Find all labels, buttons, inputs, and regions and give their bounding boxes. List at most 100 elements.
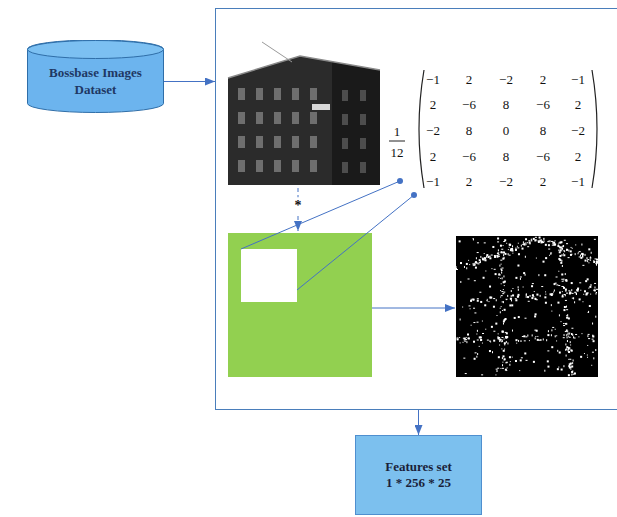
edge-pixel [562, 281, 564, 282]
edge-pixel [567, 314, 568, 316]
edge-pixel [547, 241, 549, 242]
edge-pixel [532, 294, 534, 296]
edge-pixel [563, 294, 565, 295]
window [238, 136, 245, 148]
edge-pixel [524, 340, 526, 341]
edge-pixel [526, 297, 528, 298]
edge-pixel [515, 277, 517, 279]
edge-pixel [566, 243, 568, 244]
edge-pixel [487, 340, 489, 341]
edge-pixel [484, 242, 486, 243]
edge-pixel [502, 368, 504, 369]
edge-pixel [594, 289, 596, 291]
edge-pixel [501, 295, 503, 296]
edge-pixel [477, 339, 479, 340]
edge-pixel [466, 267, 467, 269]
edge-pixel [492, 246, 494, 248]
edge-pixel [550, 252, 552, 253]
edge-pixel [529, 295, 531, 296]
edge-pixel [501, 251, 502, 253]
edge-pixel [557, 350, 558, 352]
edge-pixel [543, 238, 544, 240]
edge-pixel [504, 253, 506, 255]
window [342, 90, 348, 101]
edge-pixel [536, 299, 538, 300]
window [310, 160, 317, 172]
edge-pixel [581, 244, 582, 246]
edge-pixel [559, 352, 561, 354]
edge-pixel [501, 264, 502, 265]
edge-pixel [462, 307, 463, 308]
edge-pixel [547, 366, 549, 368]
edge-pixel [504, 309, 506, 311]
edge-pixel [558, 367, 559, 368]
edge-pixel [578, 336, 579, 337]
edge-pixel [480, 339, 482, 341]
edge-pixel [496, 255, 498, 256]
edge-pixel [541, 286, 543, 287]
edge-pixel [480, 301, 482, 303]
edge-pixel [566, 334, 567, 336]
edge-pixel [585, 280, 587, 282]
edge-pixel [502, 301, 504, 302]
window [256, 136, 263, 148]
edge-pixel [517, 296, 519, 297]
edge-pixel [479, 292, 481, 293]
edge-pixel [592, 335, 593, 336]
edge-pixel [523, 286, 524, 287]
edge-pixel [588, 338, 589, 339]
edge-pixel [518, 340, 519, 342]
edge-pixel [555, 329, 556, 330]
edge-pixel [510, 361, 511, 362]
dataset-cylinder: Bossbase Images Dataset [27, 40, 164, 113]
edge-pixel [518, 294, 520, 296]
edge-pixel [503, 350, 505, 352]
edge-pixel [554, 283, 556, 285]
edge-pixel [501, 337, 503, 338]
edge-pixel [501, 306, 502, 307]
node-label: Features set [385, 459, 452, 475]
edge-pixel [527, 335, 528, 337]
edge-pixel [518, 243, 519, 244]
edge-pixel [500, 297, 501, 298]
edge-pixel [482, 333, 484, 334]
edge-pixel [594, 287, 595, 289]
edge-pixel [486, 300, 487, 301]
edge-pixel [480, 339, 481, 341]
edge-pixel [596, 261, 598, 262]
edge-pixel [576, 293, 577, 295]
edge-pixel [506, 341, 507, 343]
edge-pixel [509, 247, 510, 248]
edge-pixel [493, 340, 495, 342]
edge-pixel [568, 374, 570, 376]
edge-pixel [572, 334, 573, 336]
edge-pixel [517, 265, 519, 267]
edge-pixel [511, 295, 512, 297]
edge-pixel [549, 241, 550, 242]
edge-pixel [580, 356, 582, 358]
edge-pixel [564, 240, 566, 241]
window [292, 136, 299, 148]
edge-pixel [559, 242, 561, 244]
edge-pixel [535, 239, 537, 240]
edge-pixel [501, 252, 503, 253]
edge-pixel [507, 295, 508, 297]
edge-pixel [587, 345, 588, 346]
matrix-cell: −1 [571, 73, 585, 86]
edge-pixel [501, 291, 503, 292]
flow-arrow [418, 410, 419, 435]
edge-pixel [534, 315, 536, 317]
edge-pixel [554, 243, 556, 245]
edge-pixel [475, 267, 477, 269]
window [342, 162, 348, 173]
edge-pixel [550, 293, 552, 295]
edge-pixel [574, 301, 575, 303]
edge-pixel [548, 249, 550, 250]
edge-pixel [559, 259, 561, 261]
edge-pixel [588, 312, 589, 313]
edge-pixel [590, 257, 591, 259]
edge-pixel [546, 339, 547, 341]
edge-pixel [590, 284, 592, 285]
edge-pixel [596, 261, 598, 263]
edge-pixel [591, 252, 592, 254]
